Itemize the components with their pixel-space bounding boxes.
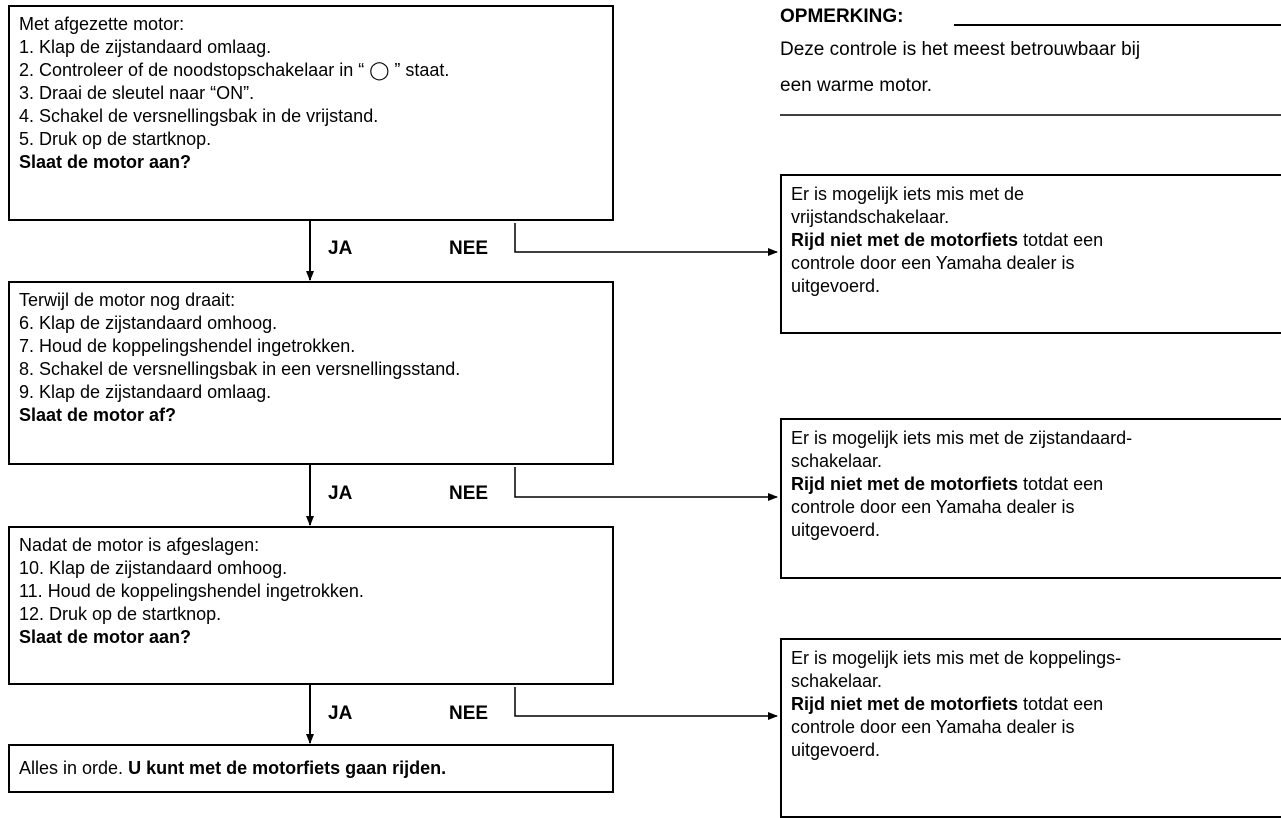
- result-line: vrijstandschakelaar.: [791, 207, 950, 227]
- step-item: 5. Druk op de startknop.: [19, 129, 212, 149]
- step-item: 10. Klap de zijstandaard omhoog.: [19, 558, 288, 578]
- result-line: controle door een Yamaha dealer is: [791, 497, 1075, 517]
- step-item: 8. Schakel de versnellingsbak in een ver…: [19, 359, 461, 379]
- step-item: 12. Druk op de startknop.: [19, 604, 222, 624]
- result-box-3: Er is mogelijk iets mis met de koppeling…: [780, 638, 1281, 818]
- step-item: 9. Klap de zijstandaard omlaag.: [19, 382, 272, 402]
- no-label: NEE: [449, 238, 489, 259]
- step-question: Slaat de motor af?: [19, 405, 177, 425]
- warning-rest: totdat een: [1018, 230, 1104, 250]
- step-question: Slaat de motor aan?: [19, 627, 192, 647]
- note-line: een warme motor.: [780, 75, 933, 96]
- yes-label: JA: [328, 238, 353, 259]
- final-box: Alles in orde. U kunt met de motorfiets …: [8, 744, 614, 793]
- result-box-2: Er is mogelijk iets mis met de zijstanda…: [780, 418, 1281, 579]
- step-item: 4. Schakel de versnellingsbak in de vrij…: [19, 106, 379, 126]
- step-box-2: Terwijl de motor nog draait: 6. Klap de …: [8, 281, 614, 465]
- step-box-3: Nadat de motor is afgeslagen: 10. Klap d…: [8, 526, 614, 685]
- yes-label: JA: [328, 703, 353, 724]
- result-line: controle door een Yamaha dealer is: [791, 717, 1075, 737]
- note-text: Deze controle is het meest betrouwbaar b…: [780, 32, 1281, 104]
- step-question: Slaat de motor aan?: [19, 152, 192, 172]
- result-line: Er is mogelijk iets mis met de koppeling…: [791, 648, 1122, 668]
- no-label: NEE: [449, 703, 489, 724]
- result-line: Er is mogelijk iets mis met de zijstanda…: [791, 428, 1133, 448]
- result-line: controle door een Yamaha dealer is: [791, 253, 1075, 273]
- connector-lines: [306, 24, 1281, 744]
- final-text: Alles in orde. U kunt met de motorfiets …: [19, 757, 602, 780]
- result-line: Er is mogelijk iets mis met de: [791, 184, 1025, 204]
- no-arrow-2: [514, 467, 778, 501]
- final-bold: U kunt met de motorfiets gaan rijden.: [128, 758, 447, 778]
- result-warning: Rijd niet met de motorfiets totdat een: [791, 693, 1281, 716]
- step-item: 7. Houd de koppelingshendel ingetrokken.: [19, 336, 356, 356]
- warning-bold: Rijd niet met de motorfiets: [791, 230, 1019, 250]
- warning-rest: totdat een: [1018, 474, 1104, 494]
- step-item: 11. Houd de koppelingshendel ingetrokken…: [19, 581, 364, 601]
- note-line: Deze controle is het meest betrouwbaar b…: [780, 39, 1141, 60]
- no-label: NEE: [449, 483, 489, 504]
- result-line: uitgevoerd.: [791, 276, 881, 296]
- result-line: uitgevoerd.: [791, 520, 881, 540]
- step-item: 2. Controleer of de noodstopschakelaar i…: [19, 60, 450, 80]
- step-item: 3. Draai de sleutel naar “ON”.: [19, 83, 255, 103]
- step-box-1: Met afgezette motor: 1. Klap de zijstand…: [8, 5, 614, 221]
- note-heading: OPMERKING:: [780, 6, 904, 27]
- result-line: schakelaar.: [791, 671, 883, 691]
- yes-label: JA: [328, 483, 353, 504]
- step-intro: Met afgezette motor:: [19, 14, 185, 34]
- final-prefix: Alles in orde.: [19, 758, 129, 778]
- result-warning: Rijd niet met de motorfiets totdat een: [791, 473, 1281, 496]
- no-arrow-1: [514, 223, 778, 256]
- result-line: uitgevoerd.: [791, 740, 881, 760]
- step-intro: Terwijl de motor nog draait:: [19, 290, 236, 310]
- step-intro: Nadat de motor is afgeslagen:: [19, 535, 260, 555]
- step-item: 6. Klap de zijstandaard omhoog.: [19, 313, 278, 333]
- result-line: schakelaar.: [791, 451, 883, 471]
- warning-bold: Rijd niet met de motorfiets: [791, 694, 1019, 714]
- warning-bold: Rijd niet met de motorfiets: [791, 474, 1019, 494]
- no-arrow-3: [514, 687, 778, 720]
- warning-rest: totdat een: [1018, 694, 1104, 714]
- step-item: 1. Klap de zijstandaard omlaag.: [19, 37, 272, 57]
- result-box-1: Er is mogelijk iets mis met de vrijstand…: [780, 174, 1281, 334]
- result-warning: Rijd niet met de motorfiets totdat een: [791, 229, 1281, 252]
